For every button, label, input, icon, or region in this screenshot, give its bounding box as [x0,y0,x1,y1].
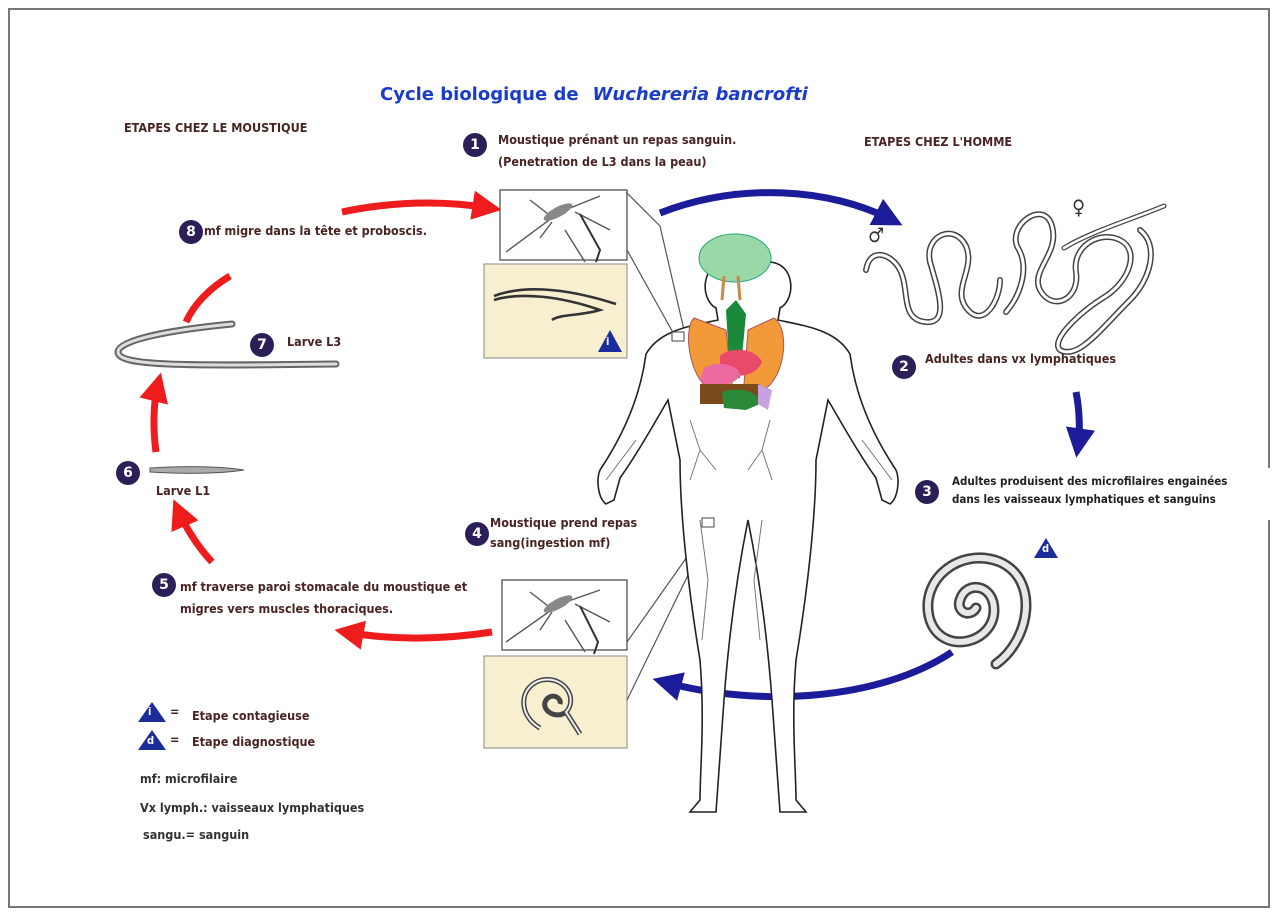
step-4-line-1: Moustique prend repas [490,514,637,532]
step-6-badge: 6 [116,461,140,485]
legend-infective-letter: i [148,703,151,721]
step-1-line-1: Moustique prénant un repas sanguin. [498,131,736,149]
step-1-text: Moustique prénant un repas sanguin. (Pen… [498,131,736,171]
legend-note-vx-lymph: Vx lymph.: vaisseaux lymphatiques [140,799,364,817]
legend-infective-icon [138,702,166,722]
step-5-text: mf traverse paroi stomacale du moustique… [180,578,467,618]
step-1-badge: 1 [463,133,487,157]
arrow-7-to-8 [186,276,230,322]
step-2-badge: 2 [892,355,916,379]
infective-marker-label: i [606,333,609,351]
microfilaria-illustration [928,558,1026,664]
step-5-line-1: mf traverse paroi stomacale du moustique… [180,578,467,596]
step-4-line-2: sang(ingestion mf) [490,534,637,552]
arrow-1-to-2 [660,193,892,220]
step-8-badge: 8 [179,220,203,244]
arrow-6-to-7 [154,384,158,452]
larva-l1-illustration [150,467,244,474]
step-1-line-2: (Penetration de L3 dans la peau) [498,153,736,171]
mosquito-feeding-panel-bottom [484,580,627,748]
legend-infective-equals: = [170,703,179,721]
step-5-badge: 5 [152,573,176,597]
step-6-text: Larve L1 [156,482,210,500]
red-arrows [154,203,492,638]
human-body-figure [598,234,898,812]
legend-note-mf: mf: microfilaire [140,770,237,788]
legend-diagnostic-letter: d [147,732,154,750]
step-8-text: mf migre dans la tête et proboscis. [204,222,427,240]
male-symbol: ♂ [868,226,884,244]
step-5-line-2: migres vers muscles thoraciques. [180,600,467,618]
step-3-text: Adultes produisent des microfilaires eng… [952,472,1227,508]
step-3-line-1: Adultes produisent des microfilaires eng… [952,472,1227,490]
female-symbol: ♀ [1072,198,1085,216]
step-7-text: Larve L3 [287,333,341,351]
step-4-text: Moustique prend repas sang(ingestion mf) [490,514,637,552]
title-species: Wuchereria bancrofti [593,84,808,105]
step-4-badge: 4 [465,522,489,546]
step-2-text: Adultes dans vx lymphatiques [925,350,1116,368]
legend-infective-label: Etape contagieuse [192,707,309,725]
step-3-badge: 3 [915,480,939,504]
adult-worms [866,206,1164,352]
arrow-5-to-6 [178,510,212,562]
step-7-badge: 7 [250,333,274,357]
title-prefix: Cycle biologique de [380,84,579,105]
arrow-2-to-3 [1076,392,1079,446]
legend-diagnostic-label: Etape diagnostique [192,733,315,751]
legend-note-sangu: sangu.= sanguin [143,826,249,844]
arrow-4-to-5 [346,632,492,638]
header-mosquito-stages: ETAPES CHEZ LE MOUSTIQUE [124,120,307,135]
legend-diagnostic-equals: = [170,731,179,749]
diagram-title: Cycle biologique de Wuchereria bancrofti [380,84,808,105]
arrow-8-to-1 [342,203,490,212]
step-3-line-2: dans les vaisseaux lymphatiques et sangu… [952,490,1227,508]
header-human-stages: ETAPES CHEZ L'HOMME [864,134,1012,149]
diagnostic-marker-label: d [1042,540,1049,558]
